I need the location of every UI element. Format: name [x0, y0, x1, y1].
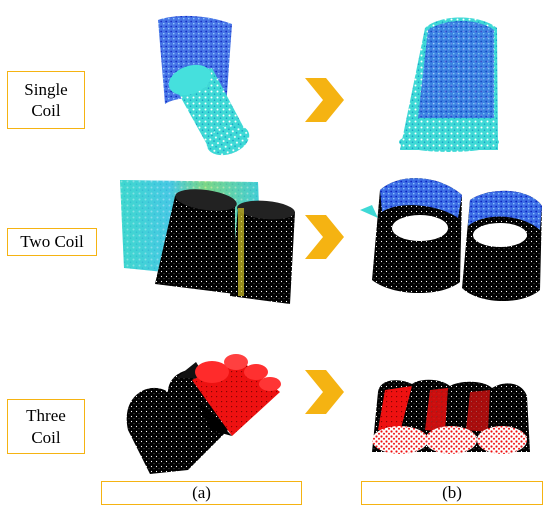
row1-output-pointcloud: [399, 17, 499, 152]
caption-b-text: (b): [442, 483, 462, 503]
caption-a-text: (a): [192, 483, 211, 503]
caption-a: (a): [101, 481, 302, 505]
row-label-text: Two Coil: [20, 232, 84, 252]
row3-input-pointcloud: [126, 354, 281, 474]
row-label-three-coil: Three Coil: [7, 399, 85, 454]
row3-output-pointcloud: [372, 379, 530, 454]
row-label-text: Single Coil: [24, 79, 68, 120]
row1-arrow-icon: [305, 78, 344, 122]
row2-arrow-icon: [305, 215, 344, 259]
row1-input-pointcloud: [158, 15, 250, 156]
row3-arrow-icon: [305, 370, 344, 414]
row-label-text: Three Coil: [26, 406, 66, 447]
row-label-two-coil: Two Coil: [7, 228, 97, 256]
row-label-single-coil: Single Coil: [7, 71, 85, 129]
row2-input-pointcloud: [120, 180, 295, 304]
caption-b: (b): [361, 481, 543, 505]
row2-output-pointcloud: [360, 178, 542, 302]
